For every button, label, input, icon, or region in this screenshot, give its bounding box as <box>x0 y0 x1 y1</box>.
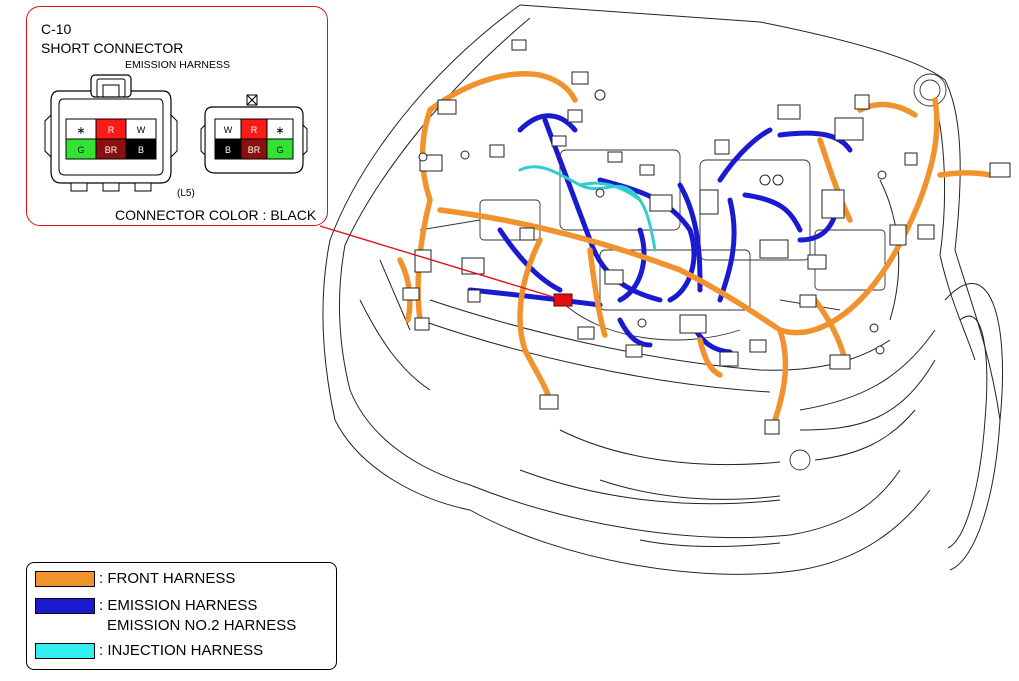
connector-color-label: CONNECTOR COLOR : BLACK <box>115 207 317 223</box>
legend-item-front: : FRONT HARNESS <box>35 569 235 589</box>
legend-item-emission: : EMISSION HARNESS EMISSION NO.2 HARNESS <box>35 596 296 636</box>
legend-swatch-emission <box>35 598 95 614</box>
callout-leader-line <box>319 225 561 300</box>
pin-l-2: R <box>108 125 115 135</box>
legend-label-emission-no2: EMISSION NO.2 HARNESS <box>107 617 297 634</box>
pin-l-4: G <box>77 145 84 155</box>
connector-callout: C-10 SHORT CONNECTOR EMISSION HARNESS ∗ … <box>26 6 328 226</box>
injection-harness-lines <box>518 165 657 252</box>
pin-r-3: ∗ <box>275 125 284 137</box>
connector-name: SHORT CONNECTOR <box>41 40 184 56</box>
legend-label-emission: : EMISSION HARNESS <box>99 597 258 614</box>
connector-code: C-10 <box>41 21 72 37</box>
pin-r-6: G <box>276 145 283 155</box>
pin-l-5: BR <box>105 145 118 155</box>
legend-label-front: : FRONT HARNESS <box>99 570 236 587</box>
legend-swatch-injection <box>35 643 95 659</box>
connector-location: (L5) <box>177 188 195 199</box>
connector-face-left: ∗ R W G BR B <box>44 74 178 192</box>
pin-r-5: BR <box>248 145 261 155</box>
legend-item-injection: : INJECTION HARNESS <box>35 641 263 661</box>
harness-connectors <box>402 39 1011 435</box>
legend-swatch-front <box>35 571 95 587</box>
connector-face-right: W R ∗ B BR G <box>200 94 308 174</box>
short-connector-highlight <box>553 293 573 307</box>
car-body-outline <box>322 4 1003 575</box>
harness-legend: : FRONT HARNESS : EMISSION HARNESS EMISS… <box>26 562 337 670</box>
pin-r-4: B <box>225 145 231 155</box>
pin-r-2: R <box>251 125 258 135</box>
front-harness-lines <box>397 71 993 423</box>
pin-l-3: W <box>137 125 146 135</box>
pin-r-1: W <box>224 125 233 135</box>
connector-harness-label: EMISSION HARNESS <box>125 59 231 71</box>
pin-l-6: B <box>138 145 144 155</box>
legend-label-emission-group: : EMISSION HARNESS EMISSION NO.2 HARNESS <box>99 596 296 636</box>
pin-l-1: ∗ <box>76 125 85 137</box>
legend-label-injection: : INJECTION HARNESS <box>99 642 264 659</box>
